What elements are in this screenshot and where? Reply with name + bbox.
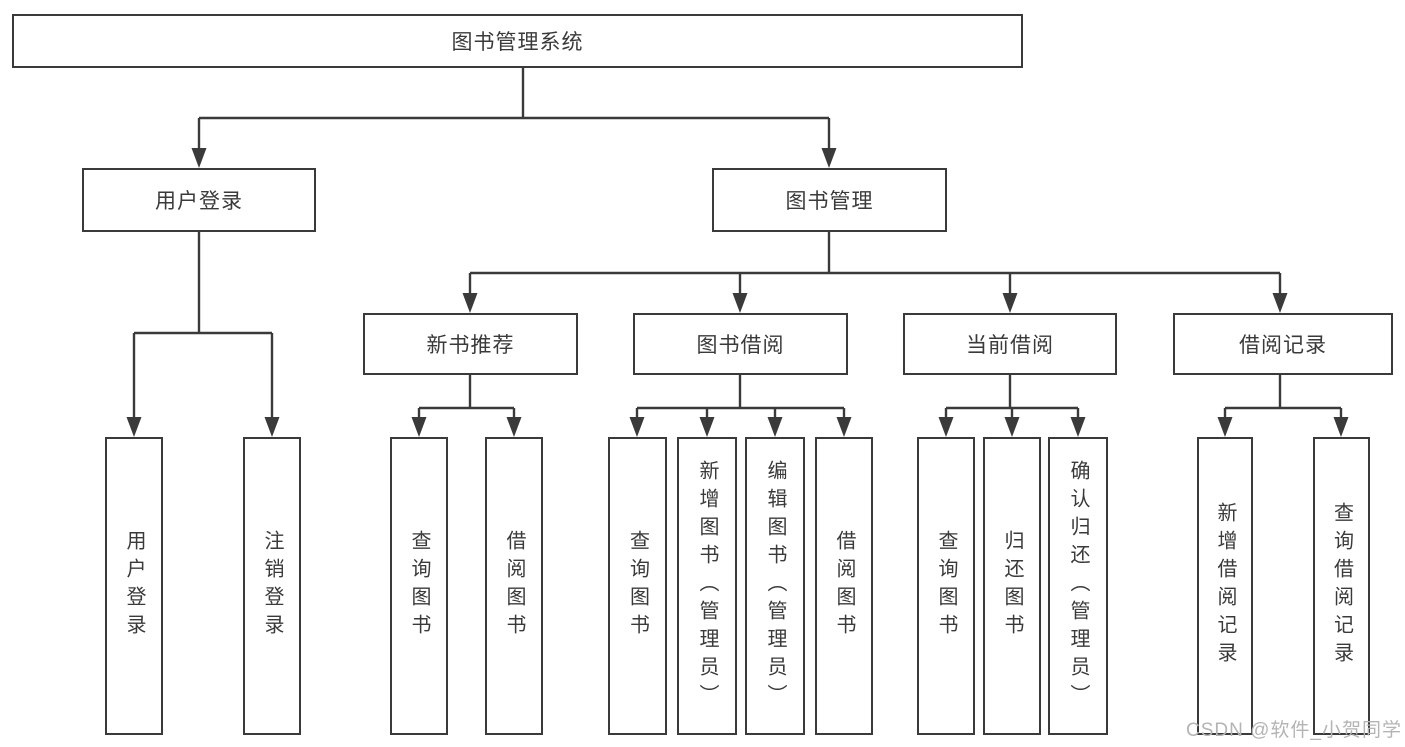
node-bb-query: 查询图书 <box>608 437 667 735</box>
node-login: 用户登录 <box>105 437 163 735</box>
node-root: 图书管理系统 <box>12 14 1023 68</box>
node-logout: 注销登录 <box>243 437 301 735</box>
node-cb-return: 归还图书 <box>983 437 1041 735</box>
node-book-borrow: 图书借阅 <box>633 313 848 375</box>
node-current-borrow: 当前借阅 <box>903 313 1117 375</box>
node-borrow-records: 借阅记录 <box>1173 313 1393 375</box>
node-cb-confirm: 确认归还（管理员） <box>1048 437 1108 735</box>
node-bb-add: 新增图书（管理员） <box>677 437 737 735</box>
node-nb-borrow: 借阅图书 <box>485 437 543 735</box>
node-br-add: 新增借阅记录 <box>1197 437 1253 735</box>
node-user-login: 用户登录 <box>82 168 316 232</box>
node-bb-borrow: 借阅图书 <box>815 437 873 735</box>
node-nb-query: 查询图书 <box>390 437 448 735</box>
node-new-books: 新书推荐 <box>363 313 578 375</box>
node-cb-query: 查询图书 <box>917 437 975 735</box>
watermark: CSDN @软件_小贺同学 <box>1186 720 1402 741</box>
node-bb-edit: 编辑图书（管理员） <box>745 437 805 735</box>
node-book-mgmt: 图书管理 <box>712 168 947 232</box>
node-br-query: 查询借阅记录 <box>1313 437 1370 735</box>
